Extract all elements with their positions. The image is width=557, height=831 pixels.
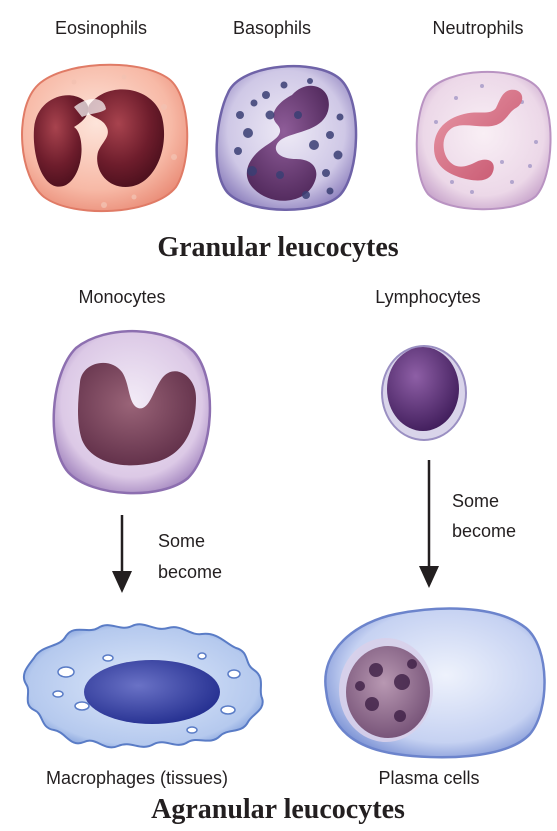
plasma-cell-icon <box>316 600 548 760</box>
granular-leucocytes-heading: Granular leucocytes <box>157 232 398 264</box>
macrophages-label: Macrophages (tissues) <box>46 768 228 789</box>
arrow-left-text-line2: become <box>158 562 222 583</box>
arrow-right-text-line2: become <box>452 521 516 542</box>
arrow-right-text-line1: Some <box>452 491 499 512</box>
arrow-left-text-line1: Some <box>158 531 205 552</box>
monocyte-to-macrophage-arrow-icon <box>110 515 134 595</box>
lymphocyte-cell-icon <box>379 343 471 445</box>
neutrophils-label: Neutrophils <box>432 18 523 39</box>
neutrophil-cell-icon <box>412 62 552 212</box>
basophil-cell-icon <box>210 55 360 215</box>
eosinophil-cell-icon <box>14 57 194 217</box>
monocyte-cell-icon <box>46 322 216 497</box>
plasma-cells-label: Plasma cells <box>378 768 479 789</box>
macrophage-cell-icon <box>22 618 267 758</box>
monocytes-label: Monocytes <box>78 287 165 308</box>
lymphocyte-to-plasma-arrow-icon <box>417 460 441 590</box>
basophils-label: Basophils <box>233 18 311 39</box>
eosinophils-label: Eosinophils <box>55 18 147 39</box>
lymphocytes-label: Lymphocytes <box>375 287 480 308</box>
agranular-leucocytes-heading: Agranular leucocytes <box>151 794 405 826</box>
